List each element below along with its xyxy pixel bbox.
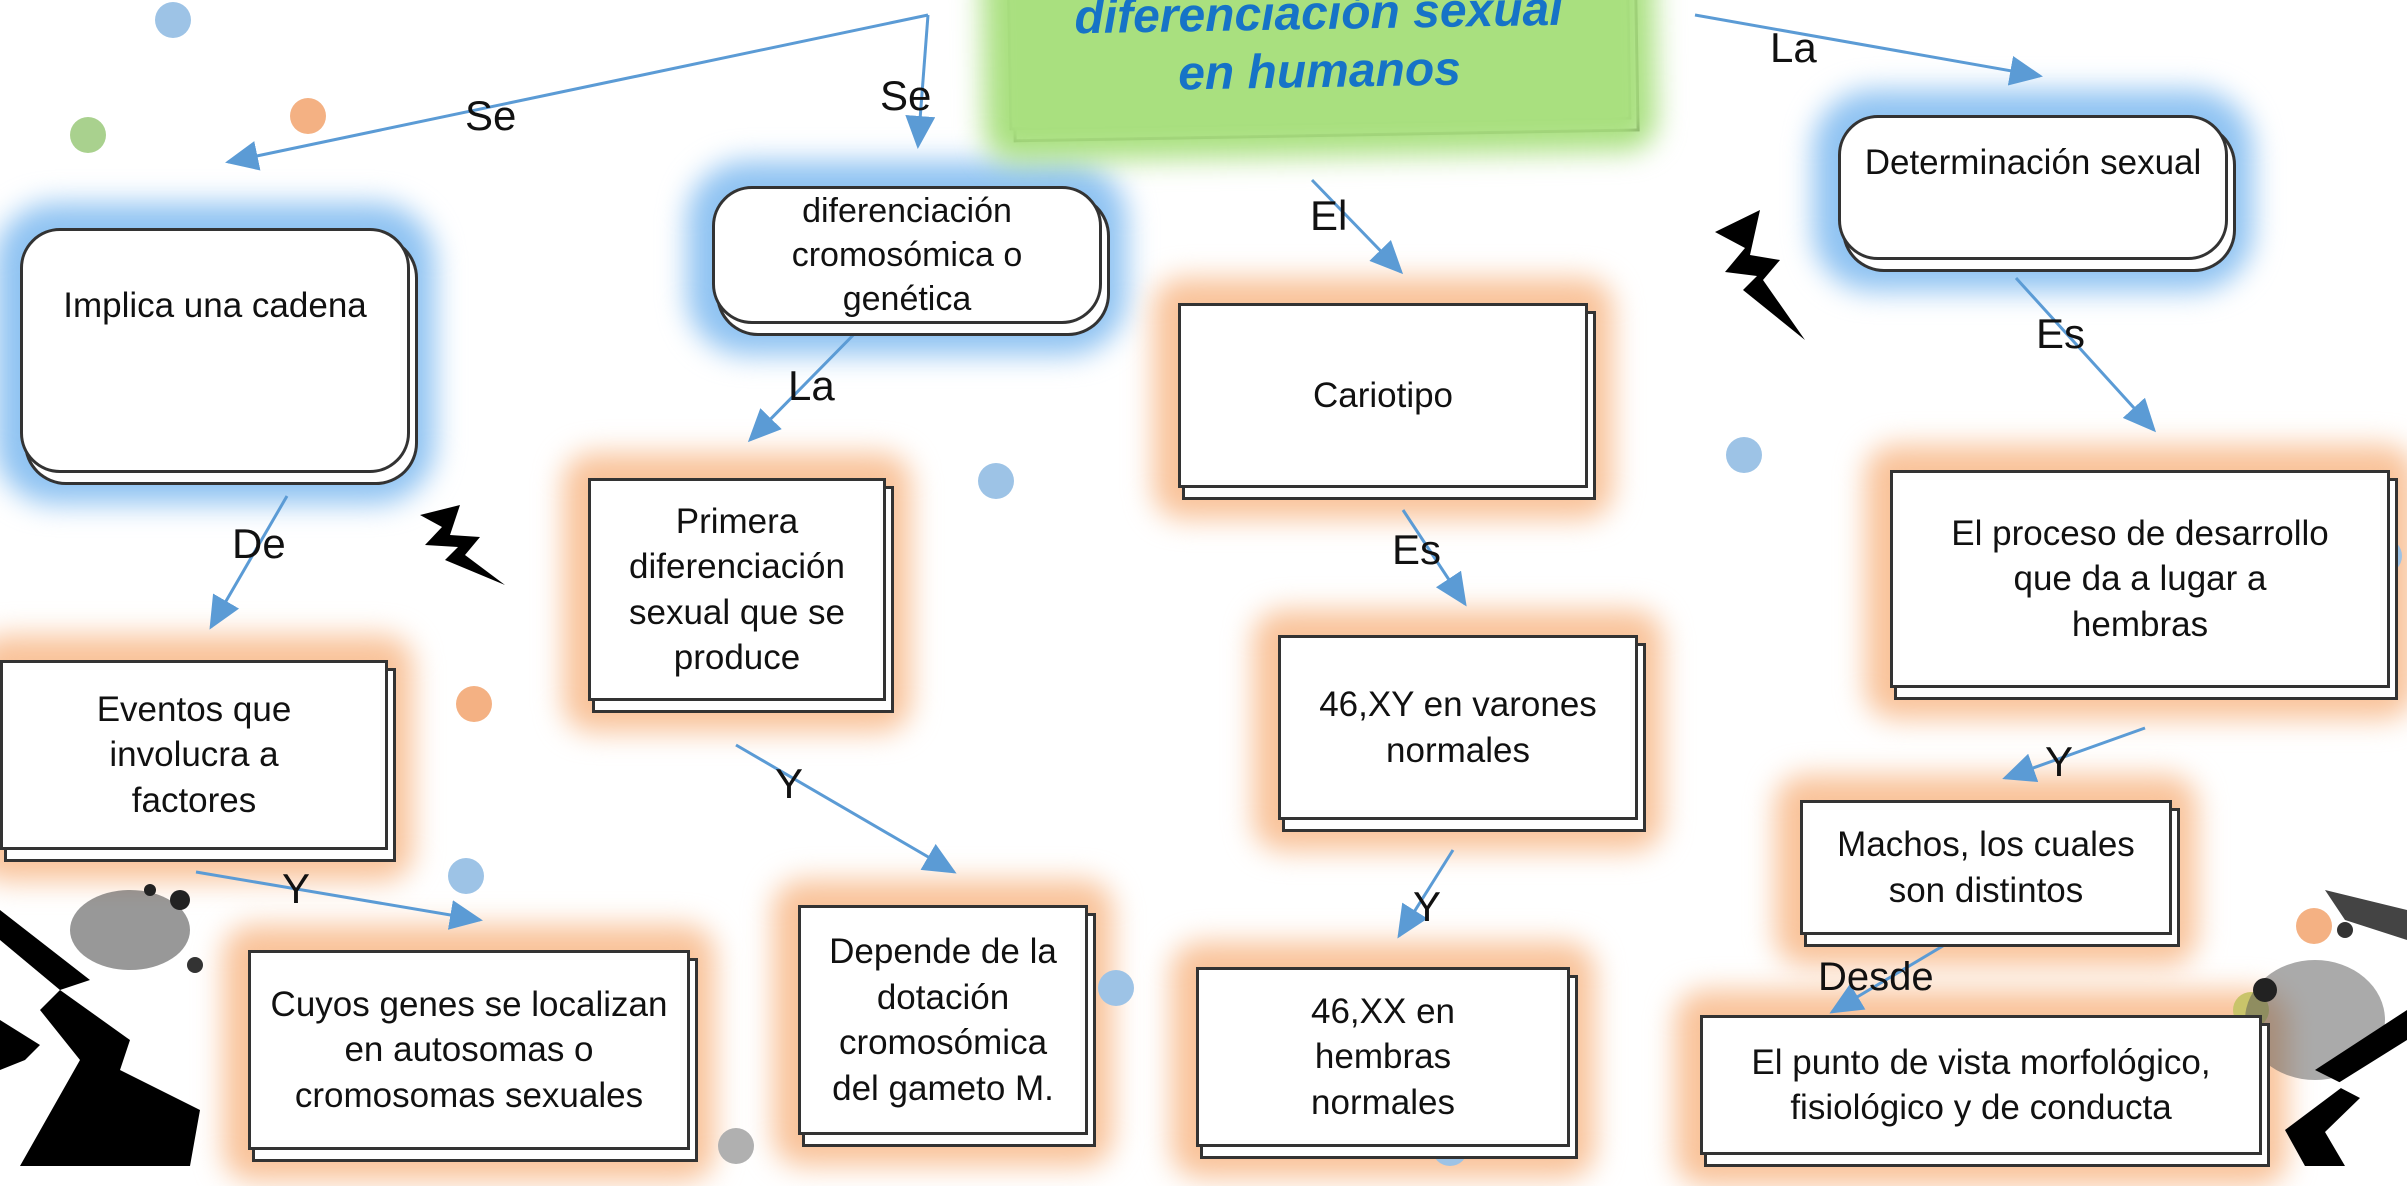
ink-splatter-right: [2245, 890, 2407, 1166]
node-eventos-label: Eventos que involucra a factores: [96, 689, 292, 820]
arrow-determinacion-to-proceso: [2014, 276, 2157, 433]
arrow-title-to-cariotipo: [1310, 178, 1404, 275]
title-box: diferenciación sexual en humanos: [1006, 0, 1632, 131]
node-cariotipo-label: Cariotipo: [1312, 375, 1454, 415]
connector-de: De: [232, 520, 286, 567]
arrow-title-to-cromosomica: [905, 14, 936, 149]
node-genes: Cuyos genes se localizan en autosomas o …: [248, 950, 690, 1150]
node-proceso-label: El proceso de desarrollo que da a lugar …: [1951, 513, 2329, 644]
lightning-icon: [420, 505, 505, 585]
connector-es-right: Es: [2036, 310, 2086, 357]
decorative-dot-gray: [718, 1128, 754, 1164]
arrow-machos-to-punto: [1829, 923, 1979, 1014]
arrow-title-to-determinacion: [1694, 13, 2043, 86]
arrow-cariotipo-to-xy: [1401, 509, 1467, 607]
decorative-dot-blue: [448, 858, 484, 894]
node-xx-label: 46,XX en hembras normales: [1311, 991, 1455, 1122]
decorative-dot-blue: [1098, 970, 1134, 1006]
node-xx: 46,XX en hembras normales: [1196, 967, 1570, 1147]
arrow-eventos-to-genes: [195, 870, 483, 930]
node-primera-label: Primera diferenciación sexual que se pro…: [629, 501, 845, 678]
arrow-xy-to-xx: [1397, 849, 1455, 939]
node-cromosomica-label: diferenciación cromosómica o genética: [791, 191, 1023, 319]
node-depende: Depende de la dotación cromosómica del g…: [798, 905, 1088, 1135]
connector-la-mid: La: [788, 362, 835, 409]
node-cadena-label: Implica una cadena: [63, 285, 367, 325]
arrow-proceso-to-machos: [2002, 726, 2146, 783]
node-cariotipo: Cariotipo: [1178, 303, 1588, 488]
decorative-dot-blue: [155, 2, 191, 38]
title-line-2: en humanos: [1177, 42, 1462, 100]
ink-splatter-left: [0, 884, 203, 1166]
node-punto-label: El punto de vista morfológico, fisiológi…: [1751, 1042, 2211, 1128]
arrow-cromosomica-to-primera: [747, 316, 872, 443]
node-determinacion-label: Determinación sexual: [1864, 142, 2202, 182]
node-cromosomica: diferenciación cromosómica o genética: [712, 186, 1102, 324]
connector-y-mid: Y: [775, 760, 804, 807]
node-genes-label: Cuyos genes se localizan en autosomas o …: [270, 984, 668, 1115]
decorative-dot-green: [70, 117, 106, 153]
node-machos: Machos, los cuales son distintos: [1800, 800, 2172, 935]
connector-y-center: Y: [1413, 883, 1442, 930]
decorative-dot-orange: [2296, 908, 2332, 944]
lightning-icon: [1715, 210, 1805, 340]
connector-desde: Desde: [1818, 955, 1934, 999]
connector-el: El: [1310, 192, 1348, 239]
arrow-title-to-cadena: [225, 13, 929, 171]
arrow-cadena-to-eventos: [209, 495, 289, 630]
node-eventos: Eventos que involucra a factores: [0, 660, 388, 850]
decorative-dot-orange: [456, 686, 492, 722]
node-machos-label: Machos, los cuales son distintos: [1837, 825, 2135, 910]
connector-y-left: Y: [282, 865, 311, 912]
node-cadena: Implica una cadena: [20, 228, 410, 473]
node-punto: El punto de vista morfológico, fisiológi…: [1700, 1015, 2262, 1155]
node-determinacion: Determinación sexual: [1838, 115, 2228, 260]
connector-la-right: La: [1770, 24, 1817, 71]
node-proceso: El proceso de desarrollo que da a lugar …: [1890, 470, 2390, 688]
node-depende-label: Depende de la dotación cromosómica del g…: [829, 932, 1057, 1108]
connector-se-left: Se: [465, 92, 517, 139]
node-xy: 46,XY en varones normales: [1278, 635, 1638, 820]
connector-se-mid: Se: [880, 72, 932, 119]
connector-y-right: Y: [2045, 738, 2074, 785]
decorative-dot-orange: [290, 98, 326, 134]
node-xy-label: 46,XY en varones normales: [1319, 685, 1597, 770]
decorative-dot-blue: [978, 463, 1014, 499]
connector-es-mid: Es: [1392, 526, 1442, 573]
arrow-primera-to-depende: [735, 743, 957, 874]
node-primera: Primera diferenciación sexual que se pro…: [588, 478, 886, 701]
decorative-dot-blue: [1726, 437, 1762, 473]
